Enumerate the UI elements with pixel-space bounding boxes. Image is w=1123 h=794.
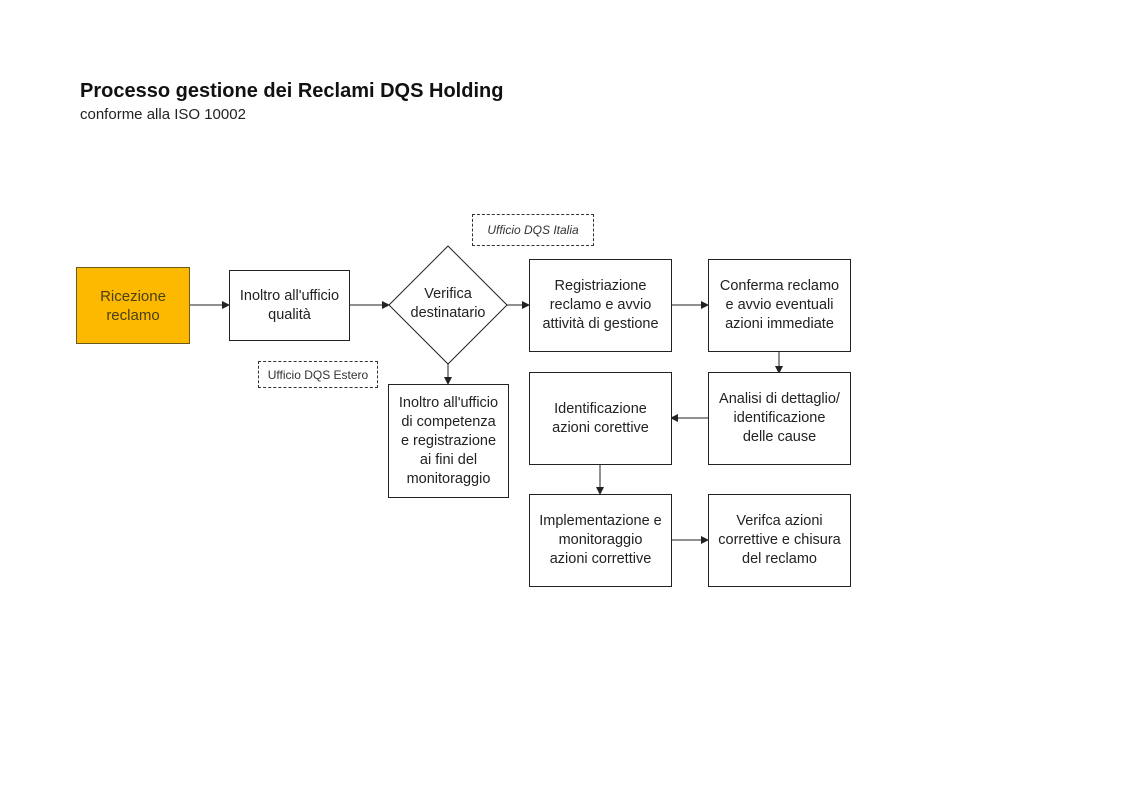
node-verifica-destinatario: Verifica destinatario <box>410 286 486 321</box>
node-registrazione-reclamo: Registriazione reclamo e avvio attività … <box>529 259 672 352</box>
node-implementazione-monitoraggio: Implementazione e monitoraggio azioni co… <box>529 494 672 587</box>
node-verifica-chiusura: Verifca azioni correttive e chisura del … <box>708 494 851 587</box>
node-inoltro-ufficio-competenza: Inoltro all'ufficio di competenza e regi… <box>388 384 509 498</box>
page-title: Processo gestione dei Reclami DQS Holdin… <box>80 80 504 102</box>
node-identificazione-azioni: Identificazione azioni corettive <box>529 372 672 465</box>
node-ricezione-reclamo: Ricezione reclamo <box>76 267 190 344</box>
branch-label-estero: Ufficio DQS Estero <box>258 361 378 388</box>
node-conferma-reclamo: Conferma reclamo e avvio eventuali azion… <box>708 259 851 352</box>
node-analisi-dettaglio: Analisi di dettaglio/ identificazione de… <box>708 372 851 465</box>
node-inoltro-ufficio-qualita: Inoltro all'ufficio qualità <box>229 270 350 341</box>
page-subtitle: conforme alla ISO 10002 <box>80 106 246 123</box>
branch-label-italia: Ufficio DQS Italia <box>472 214 594 246</box>
